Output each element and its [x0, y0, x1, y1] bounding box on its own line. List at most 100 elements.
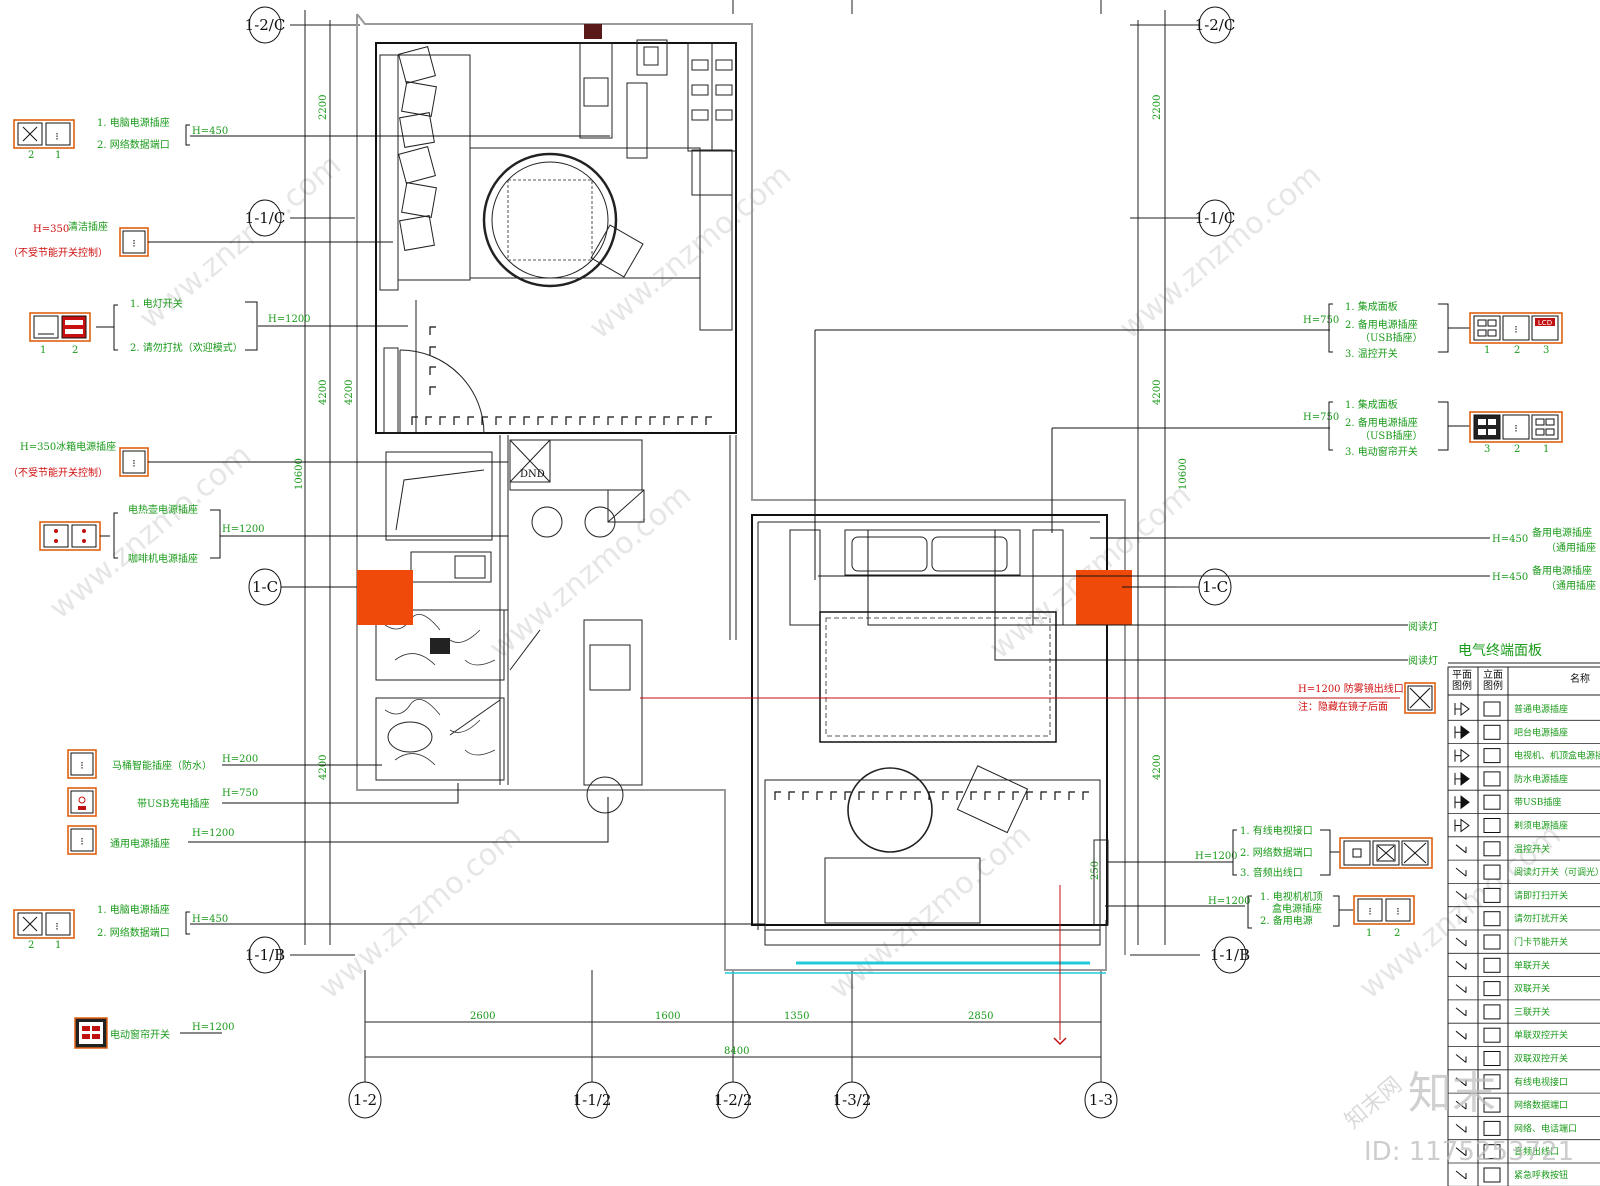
label-dnd: 2. 请勿打扰（欢迎模式）	[130, 341, 243, 354]
label-light-switch: 1. 电灯开关	[130, 297, 183, 310]
panel-num: 3	[1484, 444, 1490, 455]
desk	[824, 857, 981, 924]
round-table	[482, 152, 618, 288]
label-height: H=1200	[1208, 896, 1251, 907]
label-mirror-outlet: H=1200 防雾镜出线口	[1298, 682, 1404, 695]
bed-rug	[819, 611, 1057, 743]
round-table-inner	[491, 161, 609, 279]
watermark-text: www.znzmo.com	[583, 158, 798, 347]
legend-plan-symbol-icon	[1455, 1124, 1467, 1133]
axis-label: 1-3/2	[833, 1091, 872, 1109]
label-clean-socket: 清洁插座	[68, 220, 108, 233]
panel-num: 1	[40, 345, 46, 356]
axis-label: 1-3	[1089, 1091, 1113, 1109]
legend-plan-symbol-icon	[1455, 937, 1467, 947]
legend-elevation-symbol-icon	[1483, 794, 1501, 810]
axis-label: 1-1/C	[245, 209, 286, 227]
label-curtain: 3. 电动窗帘开关	[1345, 445, 1418, 458]
legend-elevation-symbol-icon	[1483, 1097, 1501, 1113]
shower	[375, 609, 505, 681]
sofa	[397, 54, 471, 281]
label-spare-power: 2. 备用电源	[1260, 914, 1313, 927]
label-height: H=750	[222, 788, 258, 799]
watermark-text: www.znzmo.com	[1113, 158, 1328, 347]
label-network-port: 2. 网络数据端口	[1240, 846, 1313, 859]
vanity	[583, 619, 643, 786]
axis-label: 1-1/C	[1195, 209, 1236, 227]
dim-text: 1600	[655, 1011, 680, 1022]
legend-row-name: 带USB插座	[1514, 796, 1561, 808]
legend-row-name: 双联双控开关	[1514, 1053, 1568, 1065]
axis-bubble	[348, 1081, 382, 1119]
svg-text:⁝: ⁝	[80, 759, 84, 772]
label-network-port: 2. 网络数据端口	[97, 926, 170, 939]
dim-text: 4200	[344, 380, 355, 405]
right-annotations: H=750 1. 集成面板 2. 备用电源插座 （USB插座） 3. 温控开关 …	[520, 300, 1596, 939]
legend-row-name: 紧急呼救按钮	[1514, 1169, 1568, 1181]
legend-plan-symbol-icon	[1455, 867, 1467, 877]
legend-plan-symbol-icon	[1455, 960, 1467, 970]
watermark-text: www.znzmo.com	[483, 478, 698, 667]
dim-text: 2600	[470, 1011, 495, 1022]
label-stb: 1. 电视机机顶	[1260, 890, 1323, 903]
svg-text:⁝: ⁝	[80, 835, 84, 848]
toilet	[387, 721, 433, 753]
label-general-socket: （通用插座	[1546, 579, 1596, 592]
dim-text: 10600	[1178, 458, 1189, 490]
axis-bubble	[1198, 568, 1232, 606]
legend-plan-symbol-icon	[1454, 702, 1470, 716]
axis-bubble	[1198, 6, 1232, 44]
legend-row-name: 请勿打扰开关	[1514, 913, 1568, 925]
label-integrated: 1. 集成面板	[1345, 300, 1398, 313]
panel-num: 1	[1484, 345, 1490, 356]
legend-plan-symbol-icon	[1454, 725, 1470, 740]
fridge-bar	[385, 451, 493, 541]
label-height: H=200	[222, 754, 258, 765]
label-thermostat: 3. 温控开关	[1345, 347, 1398, 360]
legend-elevation-symbol-icon	[1483, 1051, 1501, 1066]
label-network-port: 2. 网络数据端口	[97, 138, 170, 151]
legend-plan-symbol-icon	[1455, 1030, 1467, 1040]
watermark-id: ID: 1175253721	[1364, 1137, 1574, 1167]
orange-panel-right	[1076, 570, 1132, 625]
stool	[531, 506, 563, 538]
panel-num: 2	[1514, 444, 1520, 455]
panel-num: 2	[28, 150, 34, 161]
legend-elevation-symbol-icon	[1483, 887, 1501, 903]
legend-plan-symbol-icon	[1455, 844, 1467, 854]
socket-icon: ⁝	[55, 130, 59, 143]
label-usb: （USB插座）	[1360, 429, 1423, 442]
label-catv: 1. 有线电视接口	[1240, 824, 1313, 837]
dim-text: 1350	[784, 1011, 809, 1022]
label-height: H=750	[1303, 315, 1339, 326]
axis-bubble	[1213, 936, 1247, 974]
legend-elevation-symbol-icon	[1483, 981, 1501, 997]
dim-text: 4200	[1152, 755, 1163, 780]
column-mark	[584, 24, 602, 39]
dim-text: 2850	[968, 1011, 993, 1022]
legend-elevation-symbol-icon	[1483, 934, 1501, 950]
watermark-logo: 知末	[1408, 1068, 1496, 1119]
axis-grid	[290, 0, 1200, 1085]
legend-header: 图例	[1452, 679, 1472, 692]
legend-elevation-symbol-icon	[1483, 1167, 1501, 1183]
nightstand	[789, 529, 821, 626]
legend-elevation-symbol-icon	[1483, 911, 1501, 927]
axis-label: 1-C	[1202, 578, 1228, 596]
legend-row-name: 阅读灯开关（可调光）	[1514, 866, 1600, 878]
legend-plan-symbol-icon	[1455, 1054, 1467, 1063]
label-height: H=450	[1492, 572, 1528, 583]
label-audio: 3. 音频出线口	[1240, 866, 1303, 879]
legend-row-name: 三联开关	[1514, 1006, 1550, 1018]
label-usb: （USB插座）	[1360, 331, 1423, 344]
legend-elevation-symbol-icon	[1483, 818, 1501, 833]
armchair	[956, 765, 1029, 834]
building-outline	[356, 13, 1132, 1046]
legend-plan-symbol-icon	[1455, 891, 1467, 900]
dimension-labels: 2200 4200 4200 10600 4200 2200 4200 1060…	[294, 95, 1189, 1057]
legend-row-name: 音频出线口	[1514, 1146, 1559, 1158]
orange-panel-left	[357, 570, 413, 625]
panel-num: 1	[1543, 444, 1549, 455]
legend-row-name: 吧台电源插座	[1514, 726, 1568, 738]
